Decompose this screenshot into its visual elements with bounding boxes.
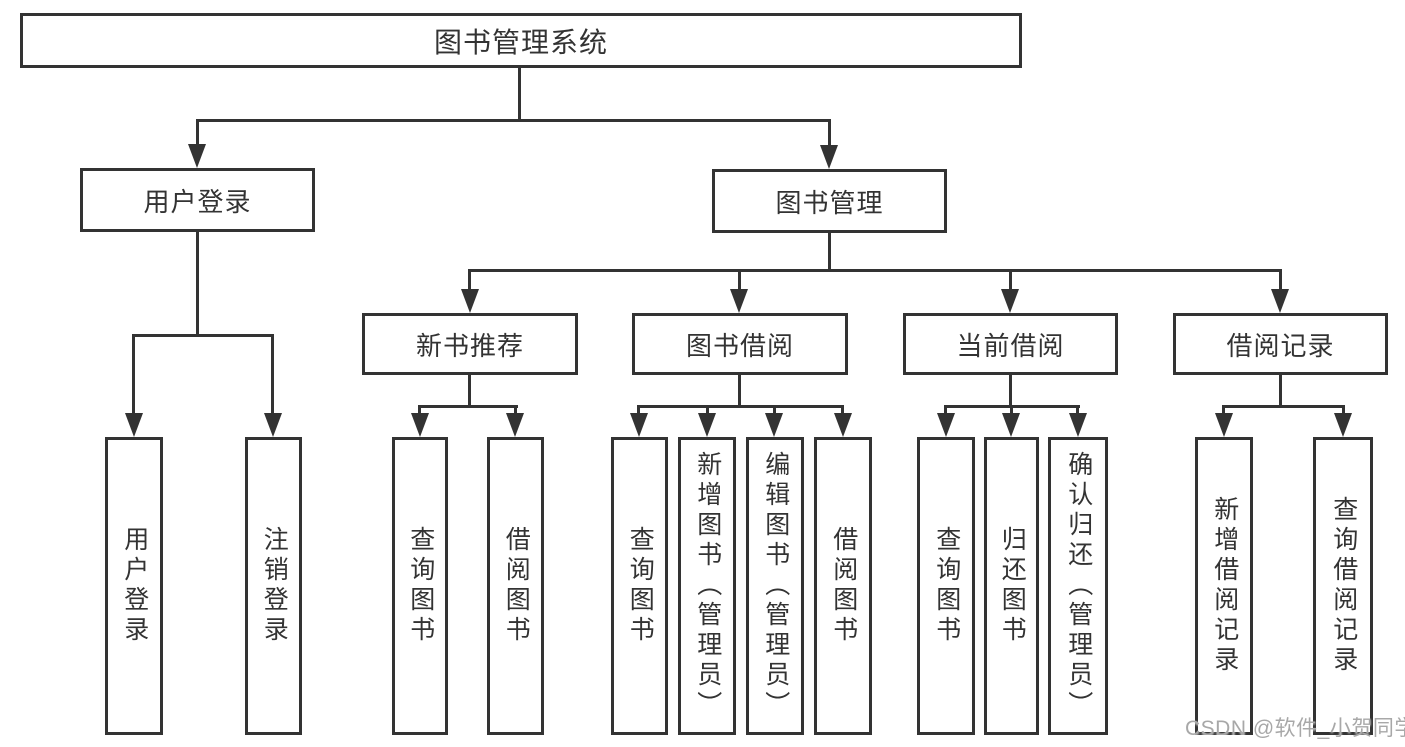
arrow-down-icon <box>264 413 282 437</box>
leaf-add-borrowing-record: 新增借阅记录 <box>1195 437 1253 735</box>
line <box>418 405 421 415</box>
arrow-down-icon <box>1334 413 1352 437</box>
leaf-query-borrowing-record: 查询借阅记录 <box>1313 437 1373 735</box>
line <box>637 405 844 408</box>
leaf-return-book: 归还图书 <box>984 437 1039 735</box>
arrow-down-icon <box>630 413 648 437</box>
line <box>196 119 831 122</box>
csdn-watermark: CSDN @软件_小贺同学 <box>1185 717 1405 740</box>
leaf-query-books-borrowing: 查询图书 <box>611 437 668 735</box>
line <box>944 405 947 415</box>
arrow-down-icon <box>820 145 838 169</box>
arrow-down-icon <box>1002 413 1020 437</box>
node-borrowing-records: 借阅记录 <box>1173 313 1388 375</box>
arrow-down-icon <box>730 289 748 313</box>
line <box>468 269 1282 272</box>
node-label: 借阅记录 <box>1226 330 1335 361</box>
arrow-down-icon <box>461 289 479 313</box>
line <box>738 269 741 290</box>
leaf-label: 借阅图书 <box>829 526 858 646</box>
line <box>1010 405 1013 415</box>
line <box>1279 375 1282 408</box>
leaf-label: 编辑图书（管理员） <box>761 451 790 721</box>
leaf-label: 确认归还（管理员） <box>1064 451 1093 721</box>
node-library-management-system: 图书管理系统 <box>20 13 1022 68</box>
arrow-down-icon <box>1271 289 1289 313</box>
arrow-down-icon <box>506 413 524 437</box>
line <box>271 334 274 415</box>
line <box>1076 405 1079 415</box>
leaf-label: 查询图书 <box>626 526 655 646</box>
arrow-down-icon <box>834 413 852 437</box>
leaf-label: 查询图书 <box>406 526 435 646</box>
line <box>518 68 521 120</box>
line <box>773 405 776 415</box>
line <box>1009 269 1012 290</box>
arrow-down-icon <box>1001 289 1019 313</box>
arrow-down-icon <box>125 413 143 437</box>
line <box>637 405 640 415</box>
node-book-management: 图书管理 <box>712 169 947 233</box>
leaf-label: 注销登录 <box>260 526 289 646</box>
node-label: 用户登录 <box>143 186 252 217</box>
line <box>738 375 741 408</box>
line <box>841 405 844 415</box>
line <box>1009 375 1012 408</box>
line <box>468 375 471 408</box>
leaf-label: 归还图书 <box>998 526 1027 646</box>
leaf-query-books-recommend: 查询图书 <box>392 437 448 735</box>
arrow-down-icon <box>411 413 429 437</box>
leaf-label: 新增图书（管理员） <box>693 451 722 721</box>
node-new-book-recommend: 新书推荐 <box>362 313 578 375</box>
node-label: 当前借阅 <box>956 330 1065 361</box>
line <box>196 232 199 336</box>
node-current-borrowing: 当前借阅 <box>903 313 1118 375</box>
line <box>1222 405 1225 415</box>
line <box>1222 405 1345 408</box>
node-label: 图书借阅 <box>685 330 794 361</box>
node-book-borrowing: 图书借阅 <box>632 313 848 375</box>
leaf-edit-book-admin: 编辑图书（管理员） <box>746 437 804 735</box>
line <box>468 269 471 290</box>
line <box>514 405 517 415</box>
arrow-down-icon <box>1215 413 1233 437</box>
line <box>418 405 518 408</box>
line <box>828 119 831 146</box>
node-label: 新书推荐 <box>415 330 524 361</box>
line <box>132 334 274 337</box>
leaf-label: 借阅图书 <box>502 526 531 646</box>
line <box>1342 405 1345 415</box>
arrow-down-icon <box>765 413 783 437</box>
leaf-query-books-current: 查询图书 <box>917 437 975 735</box>
node-label: 图书管理 <box>775 187 884 218</box>
line <box>132 334 135 415</box>
line <box>196 119 199 146</box>
leaf-label: 用户登录 <box>120 526 149 646</box>
arrow-down-icon <box>698 413 716 437</box>
leaf-label: 查询借阅记录 <box>1329 496 1358 676</box>
node-label: 图书管理系统 <box>433 26 608 58</box>
arrow-down-icon <box>937 413 955 437</box>
leaf-label: 查询图书 <box>932 526 961 646</box>
leaf-user-login: 用户登录 <box>105 437 163 735</box>
line <box>828 233 831 271</box>
line <box>1279 269 1282 290</box>
arrow-down-icon <box>1069 413 1087 437</box>
leaf-add-book-admin: 新增图书（管理员） <box>678 437 736 735</box>
node-user-login: 用户登录 <box>80 168 315 232</box>
leaf-label: 新增借阅记录 <box>1210 496 1239 676</box>
leaf-borrow-books-recommend: 借阅图书 <box>487 437 544 735</box>
line <box>706 405 709 415</box>
leaf-borrow-books-borrowing: 借阅图书 <box>814 437 872 735</box>
arrow-down-icon <box>188 144 206 168</box>
leaf-confirm-return-admin: 确认归还（管理员） <box>1048 437 1108 735</box>
leaf-logout: 注销登录 <box>245 437 302 735</box>
